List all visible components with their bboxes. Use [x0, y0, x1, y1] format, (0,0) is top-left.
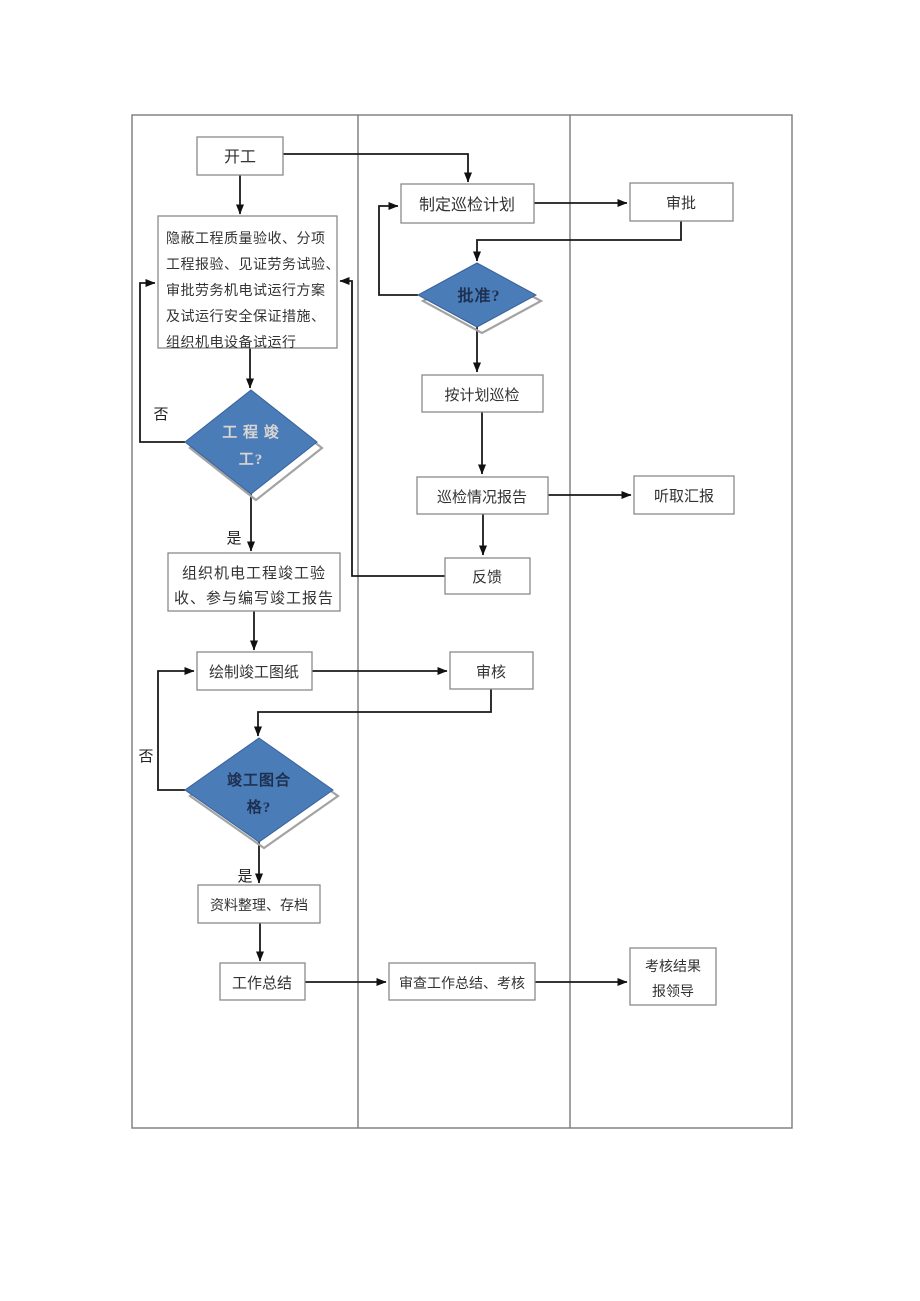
- node-report-leader-line2: 报领导: [652, 984, 694, 1000]
- node-acceptance-line2: 收、参与编写竣工报告: [174, 590, 334, 607]
- label-no-project-done: 否: [153, 407, 168, 423]
- node-prep-line2: 工程报验、见证劳务试验、: [166, 257, 340, 273]
- node-approved-label: 批准?: [457, 286, 500, 305]
- node-start-label: 开工: [224, 149, 256, 166]
- label-yes-project-done: 是: [226, 531, 241, 547]
- node-drawings-ok-decision: 竣工图合 格?: [184, 737, 340, 850]
- edge-review-to-drawings-ok: [254, 689, 492, 737]
- node-work-summary-label: 工作总结: [232, 975, 292, 992]
- node-archive: 资料整理、存档: [197, 884, 321, 924]
- node-make-plan-label: 制定巡检计划: [419, 196, 515, 214]
- label-yes-drawings-ok: 是: [237, 869, 252, 885]
- node-review: 审核: [449, 651, 534, 690]
- node-project-done-decision: 工 程 竣 工?: [184, 389, 324, 502]
- node-approve: 审批: [629, 182, 734, 222]
- node-acceptance: 组织机电工程竣工验 收、参与编写竣工报告: [167, 552, 341, 612]
- node-inspect: 按计划巡检: [421, 374, 544, 413]
- node-feedback-label: 反馈: [472, 569, 502, 586]
- node-review-summary-label: 审查工作总结、考核: [399, 976, 525, 992]
- edge-feedback-to-prep: [339, 277, 445, 577]
- node-project-done-line1: 工 程 竣: [222, 423, 280, 441]
- node-prep-line1: 隐蔽工程质量验收、分项: [166, 231, 326, 247]
- node-report-label: 巡检情况报告: [437, 489, 527, 506]
- node-start: 开工: [196, 136, 284, 176]
- node-prep-line4: 及试运行安全保证措施、: [166, 308, 326, 325]
- edge-drawings-ok-no-loop: [157, 667, 195, 791]
- edge-approved-no-loop: [378, 202, 418, 296]
- flowchart-frame: [131, 114, 793, 1129]
- node-drawings-ok-line2: 格?: [247, 798, 272, 816]
- node-listen-label: 听取汇报: [654, 488, 714, 505]
- node-prep: 隐蔽工程质量验收、分项 工程报验、见证劳务试验、 审批劳务机电试运行方案 及试运…: [157, 215, 340, 351]
- node-acceptance-line1: 组织机电工程竣工验: [182, 565, 326, 582]
- node-archive-label: 资料整理、存档: [210, 898, 308, 914]
- node-feedback: 反馈: [444, 557, 531, 595]
- node-report-leader-line1: 考核结果: [645, 959, 701, 975]
- node-work-summary: 工作总结: [219, 962, 306, 1001]
- node-drawings-ok-line1: 竣工图合: [227, 771, 291, 789]
- node-make-plan: 制定巡检计划: [400, 183, 535, 224]
- node-approve-label: 审批: [666, 195, 696, 212]
- node-draw-drawings: 绘制竣工图纸: [196, 651, 313, 691]
- node-prep-line5: 组织机电设备试运行: [166, 334, 297, 351]
- edge-approve-to-approved: [473, 221, 682, 262]
- node-inspect-label: 按计划巡检: [444, 387, 519, 404]
- node-report-leader: 考核结果 报领导: [629, 947, 717, 1006]
- edge-start-to-make-plan: [283, 153, 472, 183]
- node-draw-drawings-label: 绘制竣工图纸: [209, 664, 299, 681]
- node-project-done-line2: 工?: [239, 452, 264, 468]
- node-report: 巡检情况报告: [416, 476, 549, 515]
- node-review-summary: 审查工作总结、考核: [388, 962, 536, 1001]
- node-prep-line3: 审批劳务机电试运行方案: [166, 282, 326, 299]
- edge-project-done-no-loop: [139, 279, 185, 443]
- node-approved-decision: 批准?: [416, 262, 544, 335]
- node-listen: 听取汇报: [633, 475, 735, 515]
- label-no-drawings-ok: 否: [138, 749, 153, 765]
- node-review-label: 审核: [476, 664, 506, 681]
